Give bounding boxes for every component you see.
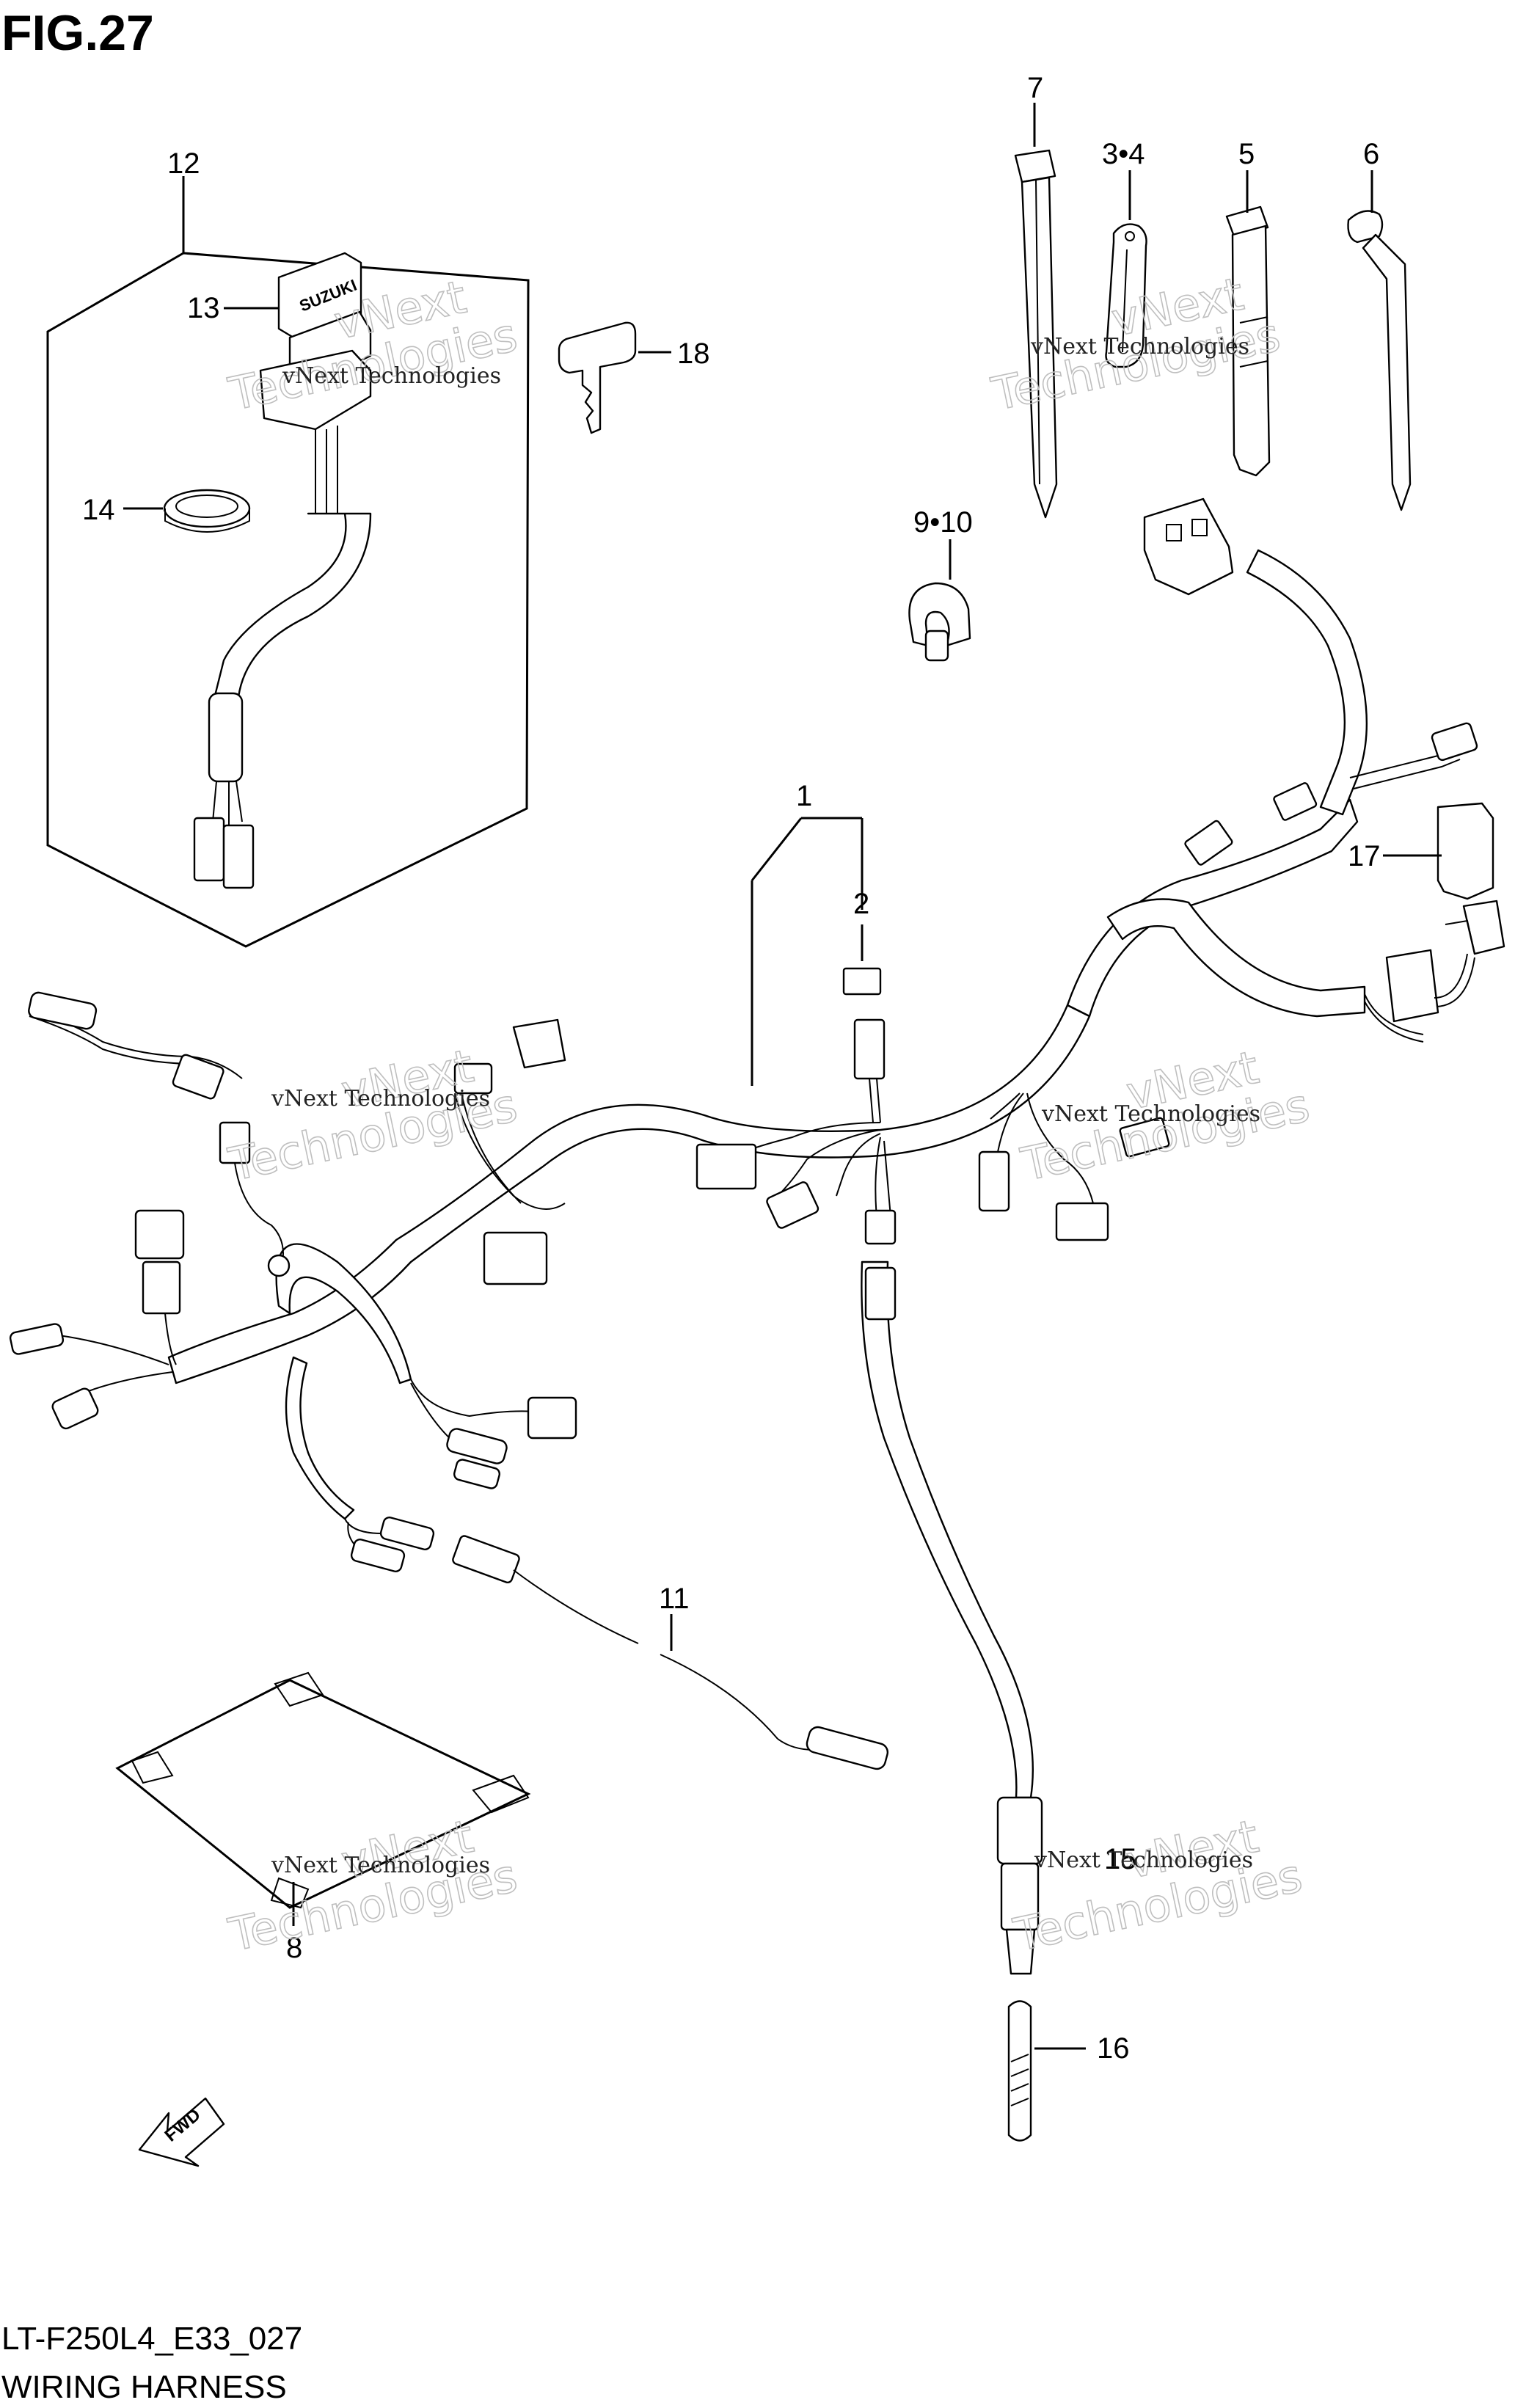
diagram-title: WIRING HARNESS <box>1 2369 287 2405</box>
clamp-3-4 <box>1105 223 1147 368</box>
callout-7: 7 <box>1027 72 1043 104</box>
callout-labels: 1 2 3•4 5 6 7 8 9•10 11 12 13 14 15 16 1… <box>82 72 1381 2065</box>
watermark-bottom-left: Technologies vNext <box>223 1809 522 1963</box>
watermark-bottom-right: Technologies vNext <box>1008 1809 1307 1963</box>
callout-16: 16 <box>1097 2032 1130 2065</box>
watermark-text-bottom-right: vNext Technologies <box>1034 1847 1253 1873</box>
leader-lines <box>123 103 1442 2050</box>
callout-13: 13 <box>187 292 220 324</box>
insulation-sheet-8 <box>115 1671 531 1909</box>
callout-18: 18 <box>677 338 710 370</box>
diagram-code: LT-F250L4_E33_027 <box>1 2321 302 2357</box>
ignition-key <box>558 321 637 434</box>
callout-12: 12 <box>167 147 200 180</box>
callout-9-10: 9•10 <box>913 506 973 539</box>
clamp-9-10 <box>908 582 971 662</box>
callout-8: 8 <box>286 1932 302 1964</box>
figure-title: FIG.27 <box>1 5 154 61</box>
callout-2: 2 <box>853 888 869 920</box>
watermark-text-top-left: vNext Technologies <box>282 363 501 389</box>
ignition-switch-assembly-box <box>46 176 530 948</box>
callout-17: 17 <box>1348 840 1381 872</box>
cable-tie-7 <box>1014 149 1058 519</box>
watermark-text-bottom-left: vNext Technologies <box>271 1853 490 1878</box>
watermarks: Technologies vNext vNext Technologies Te… <box>223 266 1314 1963</box>
callout-14: 14 <box>82 494 115 526</box>
watermark-mid-left: Technologies vNext <box>223 1038 522 1192</box>
watermark-text-top-right: vNext Technologies <box>1030 334 1249 360</box>
watermark-text-mid-left: vNext Technologies <box>271 1086 490 1112</box>
ignition-switch: SUZUKI <box>193 252 372 889</box>
cable-tie-6 <box>1347 210 1412 511</box>
cable-tie-5 <box>1225 205 1271 477</box>
main-wiring-harness <box>9 497 1505 2142</box>
forward-direction-arrow: FWD <box>138 2097 225 2167</box>
callout-11: 11 <box>659 1583 690 1615</box>
lead-wire-11 <box>452 1535 889 1770</box>
watermark-text-mid-right: vNext Technologies <box>1041 1101 1260 1127</box>
callout-6: 6 <box>1363 138 1379 170</box>
callout-15: 15 <box>1104 1843 1137 1875</box>
callout-5: 5 <box>1238 138 1255 170</box>
callout-1: 1 <box>796 780 812 812</box>
lock-ring <box>163 489 251 533</box>
callout-3-4: 3•4 <box>1102 138 1145 170</box>
